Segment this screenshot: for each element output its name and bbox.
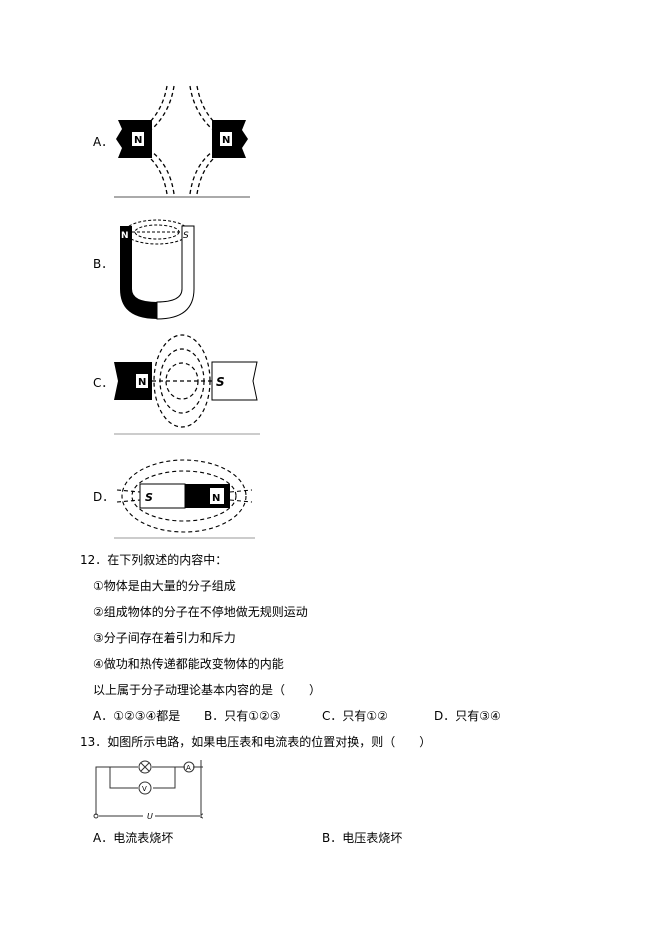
q11-option-a-label: A． <box>93 135 114 149</box>
q13-stem: 13．如图所示电路，如果电压表和电流表的位置对换，则（ ） <box>80 735 432 749</box>
q12-statement: ④做功和热传递都能改变物体的内能 <box>93 657 284 671</box>
diagram-like-poles-n-n: N N <box>114 85 250 198</box>
q13-option-b: B．电压表烧坏 <box>322 831 403 845</box>
svg-text:A: A <box>186 764 191 772</box>
q12-question: 以上属于分子动理论基本内容的是（ ） <box>93 683 322 697</box>
svg-text:N: N <box>121 231 129 241</box>
svg-text:N: N <box>212 493 220 504</box>
q11-option-d-label: D． <box>93 490 115 504</box>
q11-option-c-label: C． <box>93 376 114 390</box>
q12-option-c: C．只有①② <box>322 709 388 723</box>
svg-text:S: S <box>183 231 189 241</box>
q12-statement: ③分子间存在着引力和斥力 <box>93 631 236 645</box>
q12-statement: ②组成物体的分子在不停地做无规则运动 <box>93 605 308 619</box>
q12-statement: ①物体是由大量的分子组成 <box>93 579 236 593</box>
magnet-n-label: N <box>134 135 142 146</box>
svg-text:S: S <box>216 375 225 389</box>
q12-stem: 12．在下列叙述的内容中： <box>80 553 228 567</box>
q12-option-b: B．只有①②③ <box>204 709 281 723</box>
svg-text:S: S <box>145 491 153 504</box>
diagram-u-magnet: N S <box>120 219 195 320</box>
svg-text:U: U <box>147 812 153 820</box>
magnet-n-label: N <box>222 135 230 146</box>
svg-text:N: N <box>138 377 146 388</box>
q11-option-b-label: B． <box>93 257 114 271</box>
q12-option-d: D．只有③④ <box>434 709 501 723</box>
q13-option-a: A．电流表烧坏 <box>93 831 174 845</box>
diagram-n-s-poles: N S <box>114 334 260 435</box>
diagram-bar-magnet: S N <box>114 459 255 539</box>
q12-option-a: A．①②③④都是 <box>93 709 181 723</box>
circuit-diagram: A V U <box>93 760 203 820</box>
svg-text:V: V <box>142 785 147 793</box>
